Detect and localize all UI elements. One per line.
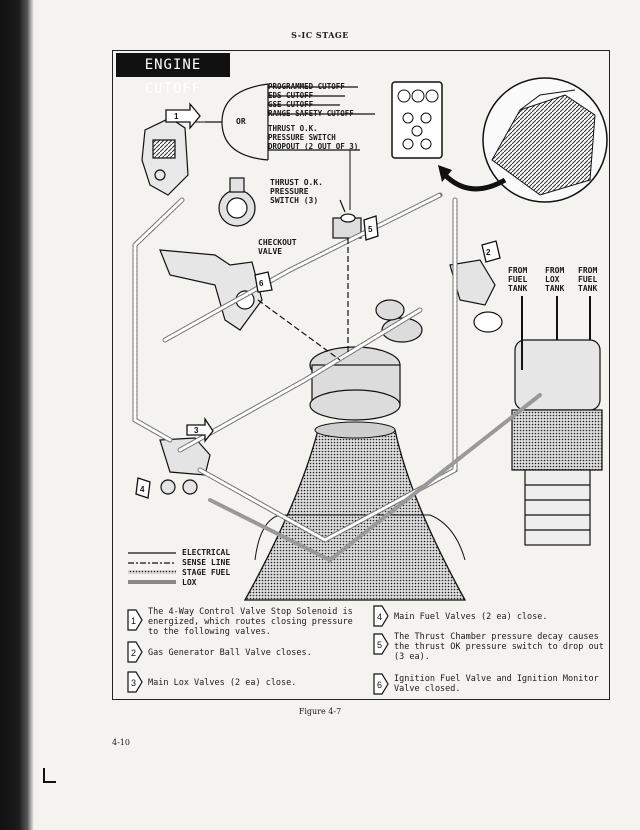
figure-caption: Figure 4-7	[298, 707, 342, 716]
callout-1: 1	[174, 112, 179, 121]
cutoff-thrust-dropout: THRUST O.K. PRESSURE SWITCH DROPOUT (2 O…	[268, 124, 359, 151]
corner-mark	[43, 768, 56, 783]
cutoff-range-safety: RANGE SAFETY CUTOFF	[268, 109, 354, 118]
note-number-1: 1	[131, 616, 136, 626]
cutoff-gse: GSE CUTOFF	[268, 100, 314, 109]
switch-panel-icon	[391, 81, 443, 159]
label-checkout-valve: CHECKOUT VALVE	[258, 238, 297, 256]
sense-lines	[257, 238, 349, 361]
legend-line-samples	[128, 552, 176, 584]
callout-2: 2	[486, 248, 491, 257]
note-number-5: 5	[377, 640, 382, 650]
legend-lox: LOX	[182, 578, 197, 587]
inset-arrow	[443, 173, 507, 192]
cutoff-programmed: PROGRAMMED CUTOFF	[268, 82, 345, 91]
note-6-text: Ignition Fuel Valve and Ignition Monitor…	[394, 674, 599, 694]
callout-3: 3	[194, 426, 199, 435]
callout-4: 4	[140, 485, 145, 494]
note-number-4: 4	[377, 612, 382, 622]
label-from-fuel-tank-2: FROM FUEL TANK	[578, 266, 598, 293]
callout-5: 5	[368, 225, 373, 234]
scan-binding-edge	[0, 0, 34, 830]
note-2-text: Gas Generator Ball Valve closes.	[148, 648, 312, 658]
cutoff-eds: EDS CUTOFF	[268, 91, 314, 100]
label-from-fuel-tank-1: FROM FUEL TANK	[508, 266, 528, 293]
main-lox-valve	[159, 437, 211, 495]
legend-sense-line: SENSE LINE	[182, 558, 231, 567]
page-number: 4-10	[112, 738, 130, 747]
figure-frame	[112, 50, 610, 700]
engine-nozzle	[243, 421, 467, 601]
callout-arrows	[135, 102, 501, 499]
note-4-text: Main Fuel Valves (2 ea) close.	[394, 612, 548, 622]
tank-feed-lines	[521, 296, 591, 370]
page-header: S-IC STAGE	[291, 30, 349, 40]
main-fuel-valve	[449, 259, 503, 333]
plumbing-paths	[132, 192, 542, 563]
engine-inset-view	[482, 77, 608, 203]
label-thrust-switch: THRUST O.K. PRESSURE SWITCH (3)	[270, 178, 323, 205]
note-number-3: 3	[131, 678, 136, 688]
diagram-title: ENGINE CUTOFF	[116, 53, 230, 97]
callout-6: 6	[259, 279, 264, 288]
lox-fuel-manifold	[511, 339, 603, 546]
checkout-valve	[218, 177, 256, 227]
note-1-text: The 4-Way Control Valve Stop Solenoid is…	[148, 607, 353, 637]
turbopump	[309, 299, 423, 421]
note-number-labels: 1 2 3 4 5 6	[131, 612, 382, 690]
legend-electrical: ELECTRICAL	[182, 548, 231, 557]
gas-generator-valve	[159, 249, 263, 331]
note-3-text: Main Lox Valves (2 ea) close.	[148, 678, 297, 688]
thrust-pressure-switch	[332, 199, 362, 239]
legend-stage-fuel: STAGE FUEL	[182, 568, 231, 577]
callout-numbers: 1 2 3 4 5 6	[140, 112, 491, 494]
note-number-badges	[127, 605, 389, 695]
or-label: OR	[236, 117, 246, 126]
note-number-2: 2	[131, 648, 136, 658]
note-5-text: The Thrust Chamber pressure decay causes…	[394, 632, 604, 662]
or-gate	[205, 83, 375, 210]
note-number-6: 6	[377, 680, 382, 690]
four-way-control-valve	[141, 117, 189, 196]
label-from-lox-tank: FROM LOX TANK	[545, 266, 565, 293]
